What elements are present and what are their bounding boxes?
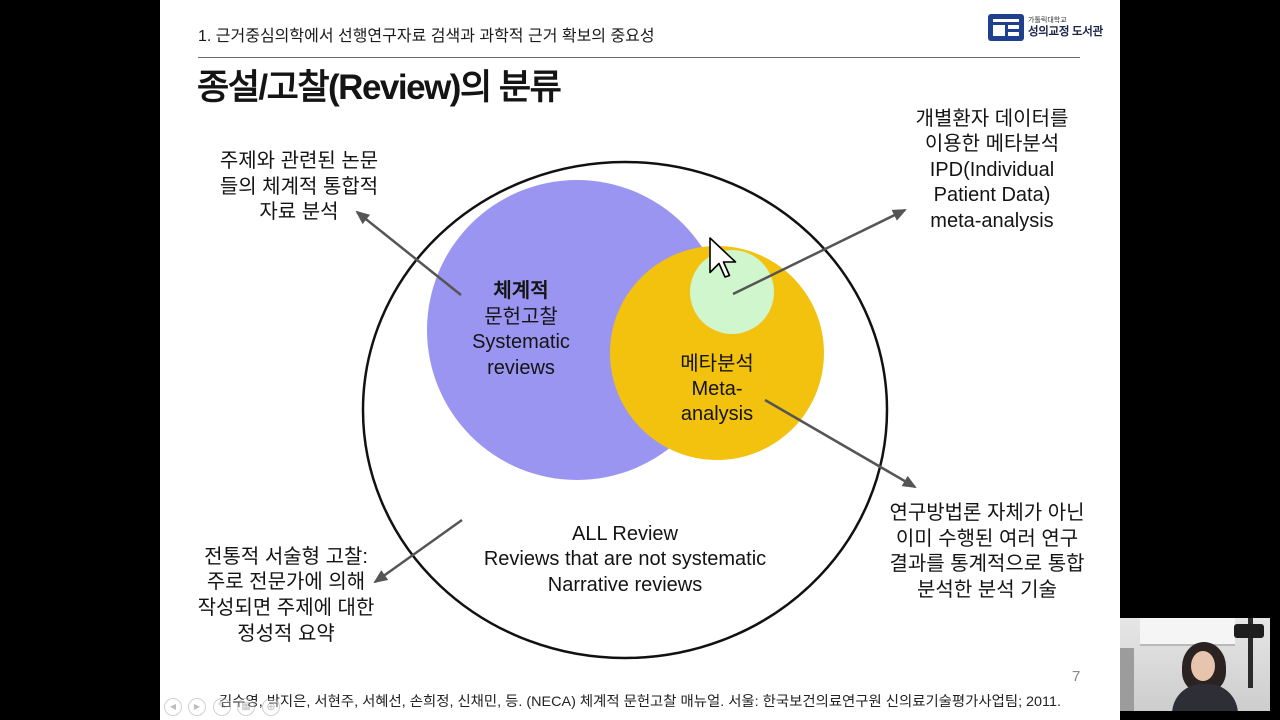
systematic-review-label: reviews — [487, 357, 555, 379]
ipd-annotation: Patient Data) — [934, 184, 1051, 206]
meta-analysis-annotation: 분석한 분석 기술 — [917, 578, 1057, 601]
all-reviews-label: ALL Review — [572, 523, 679, 545]
meta-analysis-annotation: 결과를 통계적으로 통합 — [889, 552, 1084, 575]
library-logo: 가톨릭대학교 성의교정 도서관 — [988, 13, 1114, 43]
narrative-review-annotation: 전통적 서술형 고찰: — [204, 545, 368, 568]
presenter-body — [1172, 684, 1238, 711]
narrative-review-annotation: 정성적 요약 — [237, 622, 335, 645]
webcam-background-board — [1140, 618, 1235, 646]
mouse-cursor-icon — [709, 237, 737, 278]
next-slide-icon[interactable] — [188, 698, 206, 716]
narrative-review-arrow — [373, 518, 463, 584]
all-reviews-label: Reviews that are not systematic — [484, 548, 766, 570]
page-number: 7 — [1072, 668, 1081, 685]
ipd-annotation: 이용한 메타분석 — [925, 132, 1059, 155]
zoom-icon[interactable] — [262, 698, 280, 716]
slide: 1. 근거중심의학에서 선행연구자료 검색과 과학적 근거 확보의 중요성 가톨… — [160, 0, 1120, 720]
logo-mark-bar — [993, 19, 1019, 22]
narrative-review-annotation: 작성되면 주제에 대한 — [198, 596, 375, 619]
pen-icon[interactable] — [213, 698, 231, 716]
logo-library-name: 성의교정 도서관 — [1028, 26, 1103, 38]
systematic-review-arrow — [355, 210, 462, 296]
systematic-review-annotation: 자료 분석 — [259, 200, 338, 223]
review-classification-diagram: 체계적 문헌고찰 Systematic reviews 메타분석 Meta- a… — [198, 107, 1085, 709]
ipd-annotation: meta-analysis — [930, 210, 1053, 232]
systematic-review-label: 체계적 — [493, 279, 548, 302]
ipd-arrow — [732, 208, 907, 296]
logo-mark-bar — [1008, 25, 1019, 29]
webcam-mount — [1234, 624, 1264, 638]
logo-university-name: 가톨릭대학교 — [1028, 17, 1067, 24]
section-header: 1. 근거중심의학에서 선행연구자료 검색과 과학적 근거 확보의 중요성 — [198, 28, 655, 45]
meta-analysis-annotation: 연구방법론 자체가 아닌 — [889, 501, 1084, 524]
narrative-review-annotation: 주로 전문가에 의해 — [207, 570, 365, 593]
slide-overview-icon[interactable] — [237, 698, 255, 716]
all-reviews-label: Narrative reviews — [548, 574, 702, 596]
header-divider — [198, 57, 1080, 58]
logo-mark-block — [993, 25, 1005, 36]
meta-analysis-arrow — [764, 398, 917, 489]
meta-analysis-annotation: 이미 수행된 여러 연구 — [896, 527, 1078, 550]
ipd-annotation: 개별환자 데이터를 — [916, 107, 1069, 130]
systematic-review-annotation: 주제와 관련된 논문 — [220, 149, 378, 172]
systematic-review-annotation: 들의 체계적 통합적 — [220, 175, 378, 198]
webcam-feed — [1120, 618, 1270, 711]
systematic-review-label: Systematic — [472, 331, 570, 353]
systematic-review-label: 문헌고찰 — [484, 305, 558, 328]
meta-analysis-label: 메타분석 — [680, 352, 754, 375]
meta-analysis-label: analysis — [681, 403, 753, 425]
ipd-annotation: IPD(Individual — [930, 159, 1055, 181]
citation: 김수영, 박지은, 서현주, 서혜선, 손희정, 신채민, 등. (NECA) … — [219, 693, 1061, 709]
webcam-mic-stand — [1248, 618, 1253, 688]
presenter-controls — [164, 698, 282, 716]
meta-analysis-label: Meta- — [691, 378, 742, 400]
logo-mark-bar — [1008, 32, 1019, 36]
presenter-face — [1191, 651, 1215, 681]
slide-title: 종설/고찰(Review)의 분류 — [197, 68, 562, 107]
previous-slide-icon[interactable] — [164, 698, 182, 716]
annotation-arrows — [355, 208, 917, 584]
library-logo-icon — [988, 14, 1024, 41]
webcam-background-shelf — [1120, 648, 1134, 711]
